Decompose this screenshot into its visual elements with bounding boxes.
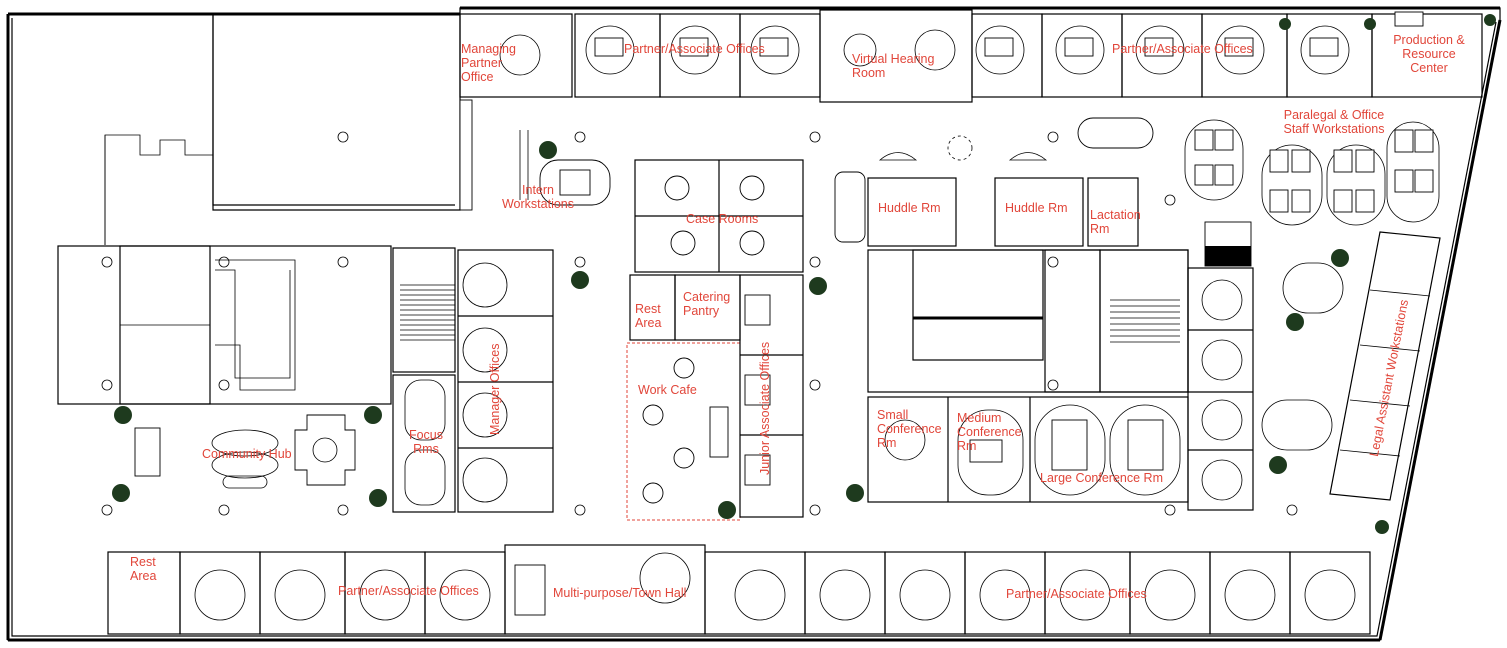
label-small-conference-rm: Small Conference Rm xyxy=(877,408,942,450)
label-catering-pantry: Catering Pantry xyxy=(683,290,731,318)
work-cafe xyxy=(626,342,741,521)
service-core xyxy=(867,221,1252,393)
bottom-offices xyxy=(107,544,1371,635)
label-partner-associate-offices-bottom-1: Partner/Associate Offices xyxy=(338,584,479,598)
label-manager-offices: Manager Offices xyxy=(488,343,502,435)
huddle-rooms xyxy=(834,135,1139,247)
label-multipurpose-town-hall: Multi-purpose/Town Hall xyxy=(553,586,687,600)
community-hub xyxy=(134,414,356,489)
label-partner-associate-offices-top-1: Partner/Associate Offices xyxy=(624,42,765,56)
label-partner-associate-offices-bottom-2: Partner/Associate Offices xyxy=(1006,587,1147,601)
label-virtual-hearing-room: Virtual Hearing Room xyxy=(852,52,935,80)
label-focus-rms: Focus Rms xyxy=(408,428,444,456)
label-work-cafe: Work Cafe xyxy=(638,383,697,397)
label-rest-area-center: Rest Area xyxy=(635,302,662,330)
building-shell xyxy=(6,6,1502,642)
right-offices xyxy=(1187,262,1344,511)
label-production-resource-center: Production & Resource Center xyxy=(1393,33,1465,75)
focus-rooms xyxy=(392,374,456,513)
paralegal-area xyxy=(1077,117,1440,226)
label-intern-workstations: Intern Workstations xyxy=(501,183,574,211)
label-huddle-rm-1: Huddle Rm xyxy=(878,201,941,215)
intern-area xyxy=(459,99,611,211)
conference-rooms xyxy=(867,396,1189,503)
label-paralegal-workstations: Paralegal & Office Staff Workstations xyxy=(1283,108,1385,136)
label-lactation-rm: Lactation Rm xyxy=(1090,208,1141,236)
atrium xyxy=(104,14,461,245)
label-large-conference-rm: Large Conference Rm xyxy=(1040,471,1163,485)
label-managing-partner-office: Managing Partner Office xyxy=(461,42,516,84)
label-huddle-rm-2: Huddle Rm xyxy=(1005,201,1068,215)
top-offices xyxy=(459,9,1483,103)
case-rooms xyxy=(634,159,804,273)
label-medium-conference-rm: Medium Conference Rm xyxy=(957,411,1022,453)
core-left xyxy=(57,245,456,405)
columns xyxy=(101,131,1298,516)
legal-assistant-area xyxy=(1329,231,1441,501)
plant-icons xyxy=(112,14,1496,534)
label-community-hub: Community Hub xyxy=(202,447,292,461)
label-rest-area-left: Rest Area xyxy=(130,555,157,583)
label-case-rooms: Case Rooms xyxy=(686,212,759,226)
junior-offices xyxy=(739,274,804,518)
label-partner-associate-offices-top-2: Partner/Associate Offices xyxy=(1112,42,1253,56)
manager-offices xyxy=(457,249,554,513)
label-junior-associate-offices: Junior Associate Offices xyxy=(758,341,772,475)
